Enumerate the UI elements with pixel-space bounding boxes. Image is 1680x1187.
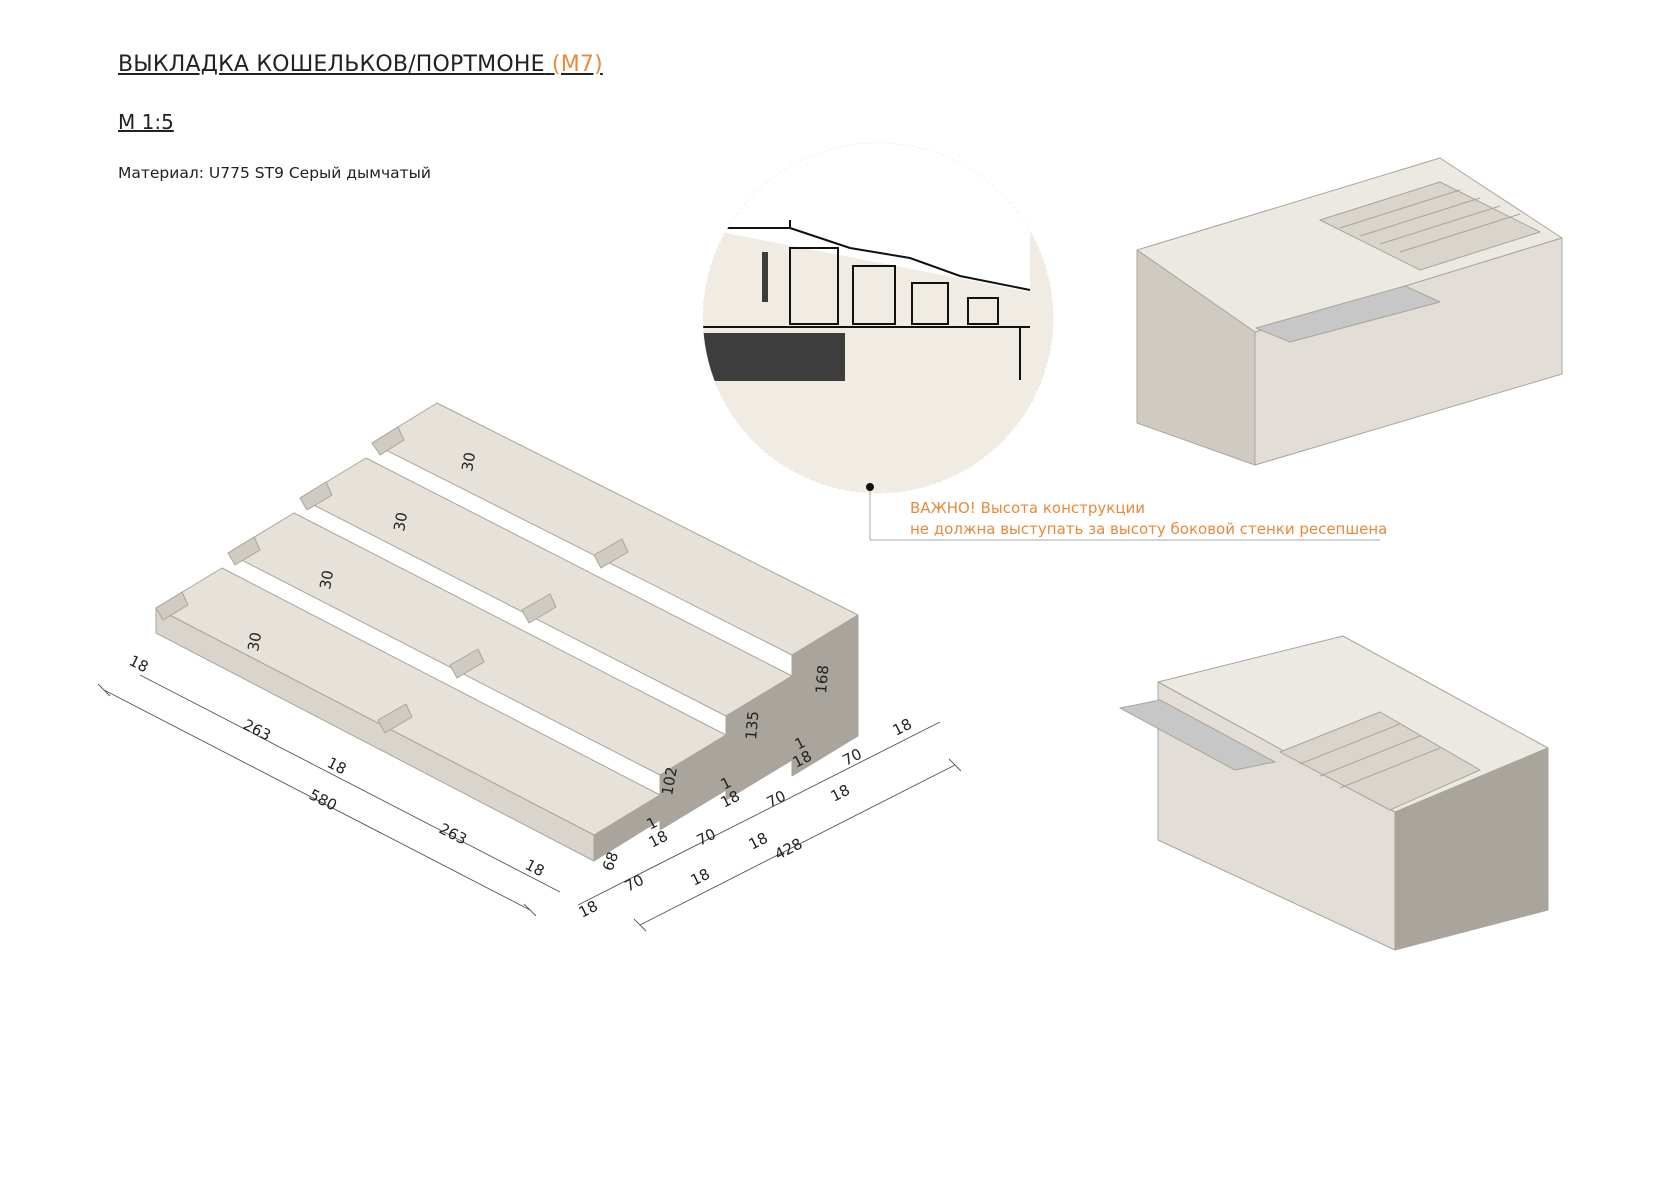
installed-view-bottom (1119, 635, 1549, 951)
dimension-lines (97, 674, 962, 932)
material-label: Материал: U775 ST9 Серый дымчатый (118, 164, 431, 182)
dim-channel-1: 70 (622, 871, 647, 896)
dim-lip-3: 30 (390, 511, 411, 533)
dim-wall-front: 18 (126, 652, 151, 677)
dim-width-total: 428 (772, 835, 806, 864)
dim-channel-3: 70 (764, 787, 789, 812)
tray-tier-3 (299, 457, 793, 801)
dim-lip-4: 30 (458, 451, 479, 473)
tray-tier-2 (227, 512, 727, 831)
dim-depth-back: 263 (436, 820, 470, 849)
drawing-scale: М 1:5 (118, 110, 174, 134)
installed-view-bottom-tray (1279, 711, 1481, 811)
dim-height-3: 135 (742, 710, 762, 740)
dim-lip-2: 30 (316, 569, 337, 591)
warning-note-line-2: не должна выступать за высоту боковой ст… (910, 520, 1387, 538)
tray-tier-1 (155, 567, 661, 862)
tray-tier-4 (371, 402, 859, 777)
title-text: ВЫКЛАДКА КОШЕЛЬКОВ/ПОРТМОНЕ (118, 52, 545, 77)
dim-height-1: 68 (599, 849, 622, 873)
dim-height-4: 168 (812, 664, 832, 694)
dim-divider-1: 18 (688, 865, 713, 890)
dim-channel-4: 70 (840, 745, 865, 770)
dim-wall-middle: 18 (324, 754, 349, 779)
dim-depth-total: 580 (306, 786, 340, 815)
dim-divider-2: 18 (746, 829, 771, 854)
dim-divider-3: 18 (828, 781, 853, 806)
installed-view-top-tray (1319, 181, 1541, 271)
dim-depth-front: 263 (240, 716, 274, 745)
dimension-labels: 580 263 263 18 18 18 428 18 70 18 70 18 … (126, 451, 915, 922)
dim-lip-1: 30 (244, 631, 265, 653)
dim-height-2: 102 (658, 765, 681, 796)
warning-note-line-1: ВАЖНО! Высота конструкции (910, 499, 1145, 517)
dim-side-wall: 18 (576, 897, 601, 922)
dim-side-wall-back: 18 (890, 715, 915, 740)
title-code: (M7) (551, 52, 603, 77)
drawing-title: ВЫКЛАДКА КОШЕЛЬКОВ/ПОРТМОНЕ (M7) (118, 52, 603, 77)
dim-wall-back: 18 (522, 856, 547, 881)
installed-view-top (1136, 157, 1563, 466)
dim-channel-2: 70 (694, 825, 719, 850)
main-tray (155, 402, 859, 862)
detail-callout: ВАЖНО! Высота конструкции не должна выст… (702, 142, 1387, 541)
